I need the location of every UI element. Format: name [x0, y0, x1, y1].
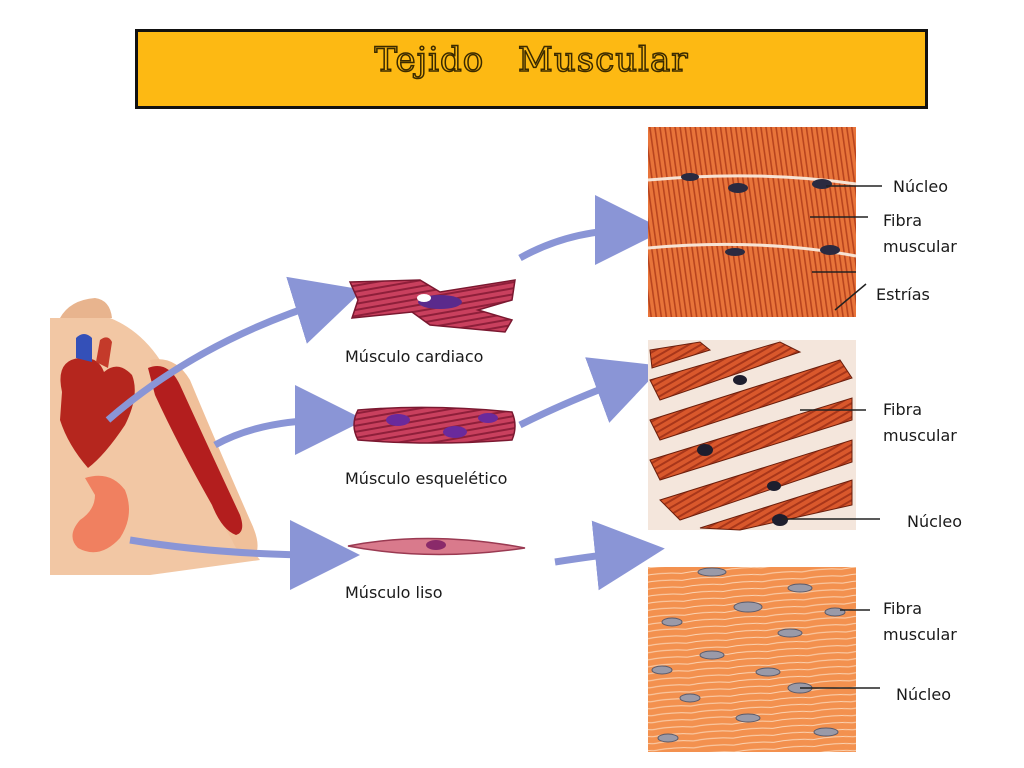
arrow-to-skeletal [213, 385, 365, 456]
page-title: Tejido Muscular [374, 39, 689, 81]
cardiac-nucleus-label: Núcleo [893, 177, 948, 196]
smooth-muscle-label: Músculo liso [345, 583, 443, 602]
skeletal-fiber-label-2: muscular [883, 426, 957, 445]
arrow-to-cardiac-tissue [518, 195, 665, 266]
arrow-to-skeletal-tissue [518, 357, 663, 429]
stomach-illustration [72, 475, 129, 553]
cardiac-muscle-cell [348, 279, 516, 333]
cardiac-panel-leaders [810, 185, 882, 311]
skeletal-panel-leaders [782, 409, 880, 520]
cell-to-tissue-arrows [518, 195, 665, 591]
cardiac-muscle-label: Músculo cardiaco [345, 347, 483, 366]
skeletal-nucleus-label: Núcleo [907, 512, 962, 531]
arrow-to-smooth [129, 519, 360, 590]
smooth-tissue-panel [648, 567, 856, 752]
body-to-muscle-arrows [105, 276, 365, 590]
cardiac-tissue-panel [647, 127, 857, 317]
smooth-fiber-label-1: Fibra [883, 599, 922, 618]
cardiac-striations-label: Estrías [876, 285, 930, 304]
heart-illustration [60, 357, 135, 468]
cardiac-fiber-label-1: Fibra [883, 211, 922, 230]
arrow-to-cardiac [105, 276, 364, 423]
smooth-fiber-label-2: muscular [883, 625, 957, 644]
smooth-muscle-cell [347, 537, 526, 556]
skeletal-muscle-label: Músculo esquelético [345, 469, 507, 488]
human-torso-illustration [50, 298, 260, 575]
skeletal-muscle-cell [353, 406, 516, 444]
smooth-nucleus-label: Núcleo [896, 685, 951, 704]
skeletal-fiber-label-1: Fibra [883, 400, 922, 419]
title-banner: Tejido Muscular [135, 29, 928, 109]
skeletal-tissue-panel [648, 340, 856, 531]
cardiac-fiber-label-2: muscular [883, 237, 957, 256]
smooth-panel-leaders [800, 609, 880, 689]
arrow-to-smooth-tissue [554, 520, 665, 591]
